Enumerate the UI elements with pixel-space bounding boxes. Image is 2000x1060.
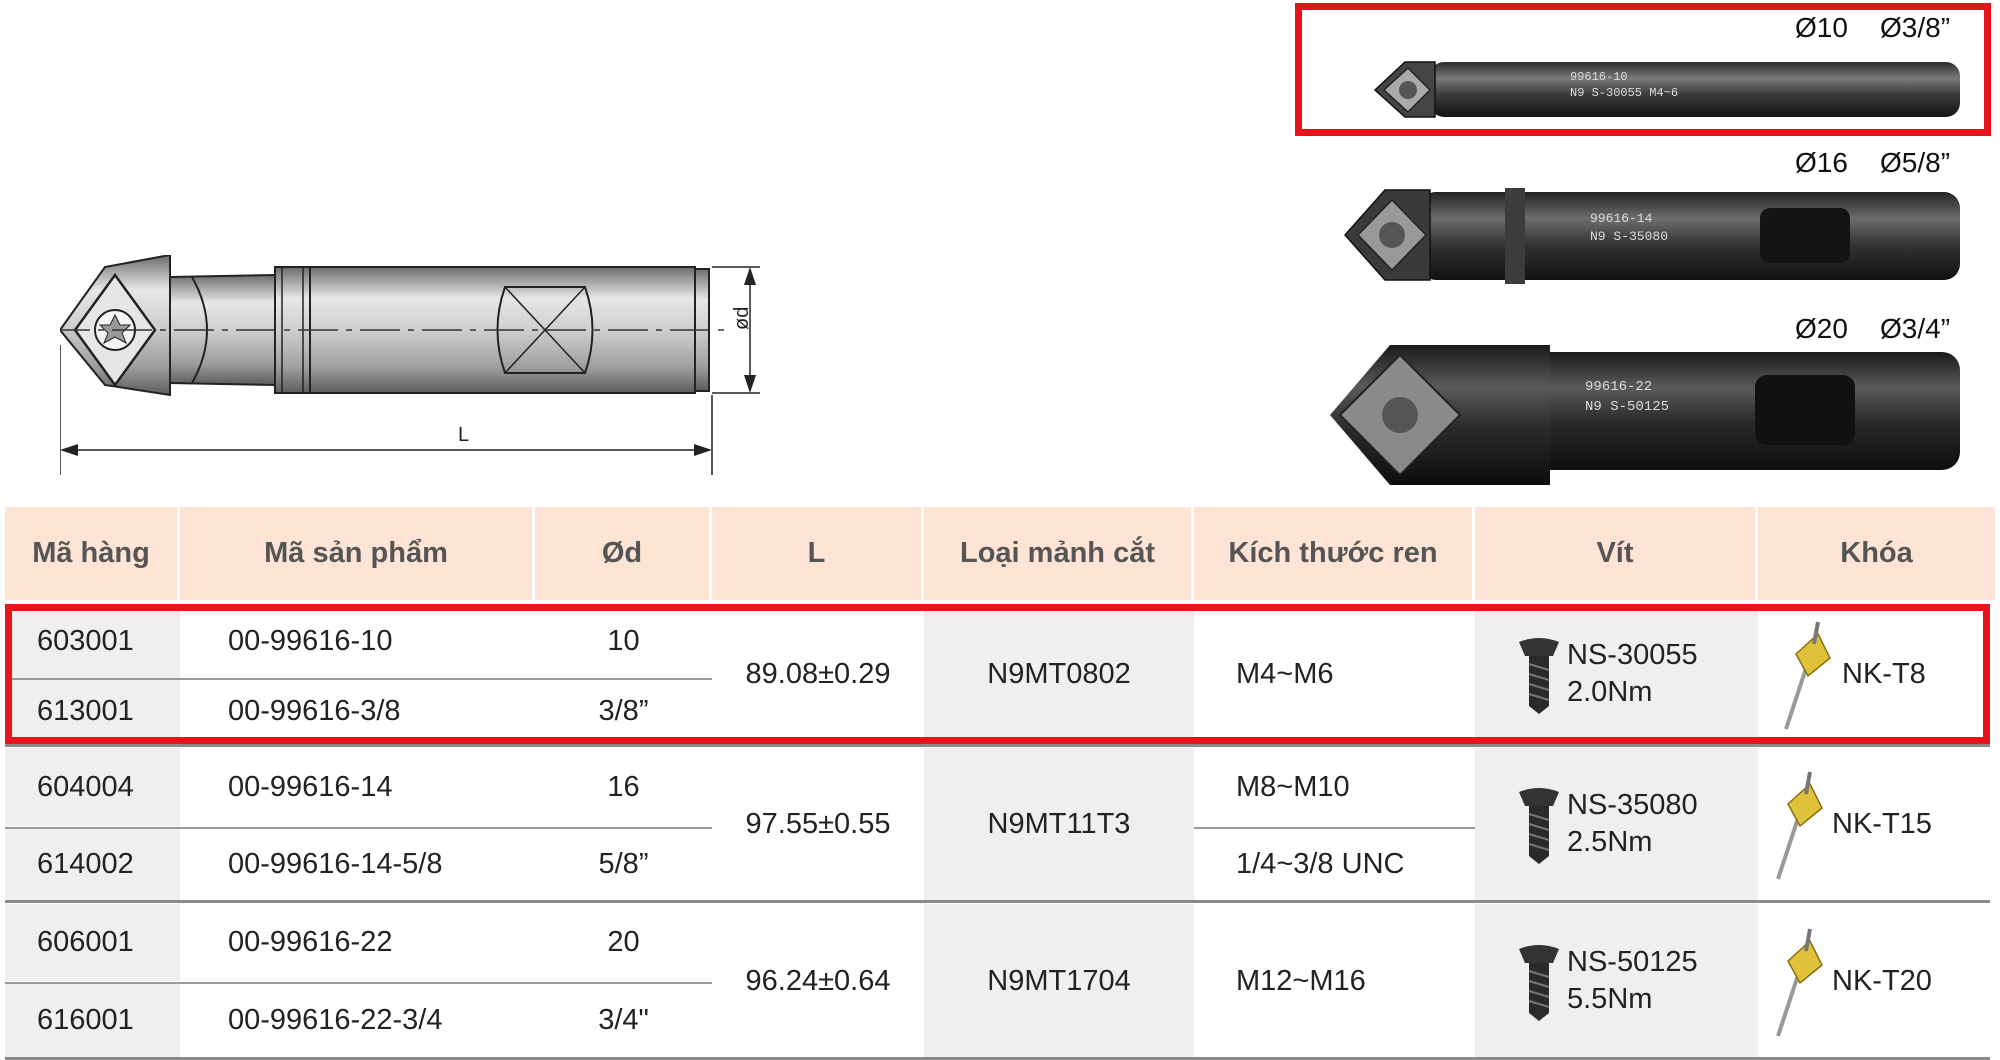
cell-code: 606001 <box>5 904 180 981</box>
header-l: L <box>712 507 924 600</box>
photo-spec-16: N9 S-35080 <box>1590 229 1668 244</box>
screw-torque: 2.0Nm <box>1567 676 1653 708</box>
photo-model-20: 99616-22 <box>1585 379 1652 395</box>
cell-insert: N9MT0802 <box>924 604 1194 744</box>
tool-photo-large: 99616-22 N9 S-50125 <box>1330 345 1960 485</box>
cell-code: 613001 <box>5 679 180 744</box>
header-ma-san-pham: Mã sản phẩm <box>180 507 535 600</box>
header-khoa: Khóa <box>1758 507 1995 600</box>
header-vit: Vít <box>1475 507 1758 600</box>
cell-screw: NS-30055 2.0Nm <box>1475 604 1758 744</box>
key-model: NK-T15 <box>1832 807 1932 840</box>
cell-key: NK-T15 <box>1758 748 1990 900</box>
cell-code: 614002 <box>5 828 180 900</box>
cell-insert: N9MT11T3 <box>924 748 1194 900</box>
screw-torque: 5.5Nm <box>1567 983 1653 1015</box>
highlight-box-top-photo <box>1295 3 1991 136</box>
dia-imperial-20: Ø3/4” <box>1880 313 1951 344</box>
dia-metric-16: Ø16 <box>1795 147 1848 178</box>
photo-spec-20: N9 S-50125 <box>1585 399 1669 415</box>
cell-product: 00-99616-3/8 <box>228 695 401 727</box>
screw-icon <box>1519 788 1559 864</box>
dia-imperial-16: Ø5/8” <box>1880 147 1951 178</box>
cell-key: NK-T8 <box>1758 604 1990 744</box>
cell-product: 00-99616-10 <box>228 625 393 657</box>
header-od: Ød <box>535 507 712 600</box>
cell-screw: NS-35080 2.5Nm <box>1475 748 1758 900</box>
cell-thread: M4~M6 <box>1236 657 1334 690</box>
tool-photo-medium: 99616-14 N9 S-35080 <box>1343 188 1960 284</box>
tool-photo-small: 99616-10 N9 S-30055 M4~6 <box>1373 61 1960 118</box>
cell-thread: 1/4~3/8 UNC <box>1236 847 1405 880</box>
cell-code: 604004 <box>5 748 180 826</box>
key-model: NK-T20 <box>1832 964 1932 997</box>
screw-model: NS-35080 <box>1567 789 1698 821</box>
cell-length: 97.55±0.55 <box>745 807 891 840</box>
cell-product: 00-99616-22-3/4 <box>228 1004 443 1036</box>
header-ma-hang: Mã hàng <box>5 507 180 600</box>
cell-diameter: 5/8” <box>598 847 649 880</box>
cell-product: 00-99616-14-5/8 <box>228 847 443 880</box>
cell-thread: M8~M10 <box>1236 770 1350 803</box>
cell-thread: M12~M16 <box>1236 964 1366 997</box>
dia-metric-20: Ø20 <box>1795 313 1848 344</box>
cell-diameter: 20 <box>607 926 640 958</box>
cell-key: NK-T20 <box>1758 904 1990 1058</box>
cell-screw: NS-50125 5.5Nm <box>1475 904 1758 1058</box>
dia-imperial-10: Ø3/8” <box>1880 12 1951 43</box>
tool-technical-drawing: ød L <box>60 255 760 475</box>
header-kich-thuoc-ren: Kích thước ren <box>1194 507 1475 600</box>
header-loai-manh-cat: Loại mảnh cắt <box>924 507 1194 600</box>
cell-insert: N9MT1704 <box>924 904 1194 1058</box>
photo-spec-10: N9 S-30055 M4~6 <box>1570 86 1678 100</box>
highlight-box-first-group <box>5 604 1990 744</box>
length-label: L <box>458 424 469 446</box>
torx-key-icon <box>1776 928 1823 1037</box>
screw-icon <box>1519 945 1559 1021</box>
screw-icon <box>1519 638 1559 714</box>
cell-diameter: 16 <box>607 770 640 803</box>
cell-code: 603001 <box>5 604 180 679</box>
key-model: NK-T8 <box>1842 657 1926 690</box>
cell-diameter: 10 <box>607 625 640 657</box>
screw-torque: 2.5Nm <box>1567 826 1653 858</box>
cell-product: 00-99616-14 <box>228 770 393 803</box>
cell-diameter: 3/4" <box>598 1004 649 1036</box>
diameter-label: ød <box>731 307 753 330</box>
dia-metric-10: Ø10 <box>1795 12 1848 43</box>
cell-diameter: 3/8” <box>598 695 649 727</box>
photo-model-16: 99616-14 <box>1590 211 1653 226</box>
cell-code: 616001 <box>5 983 180 1058</box>
cell-product: 00-99616-22 <box>228 926 393 958</box>
cell-length: 96.24±0.64 <box>745 964 891 997</box>
cell-length: 89.08±0.29 <box>745 657 891 690</box>
torx-key-icon <box>1784 621 1831 730</box>
screw-model: NS-50125 <box>1567 946 1698 978</box>
screw-model: NS-30055 <box>1567 639 1698 671</box>
torx-key-icon <box>1776 771 1823 880</box>
photo-model-10: 99616-10 <box>1570 70 1628 84</box>
